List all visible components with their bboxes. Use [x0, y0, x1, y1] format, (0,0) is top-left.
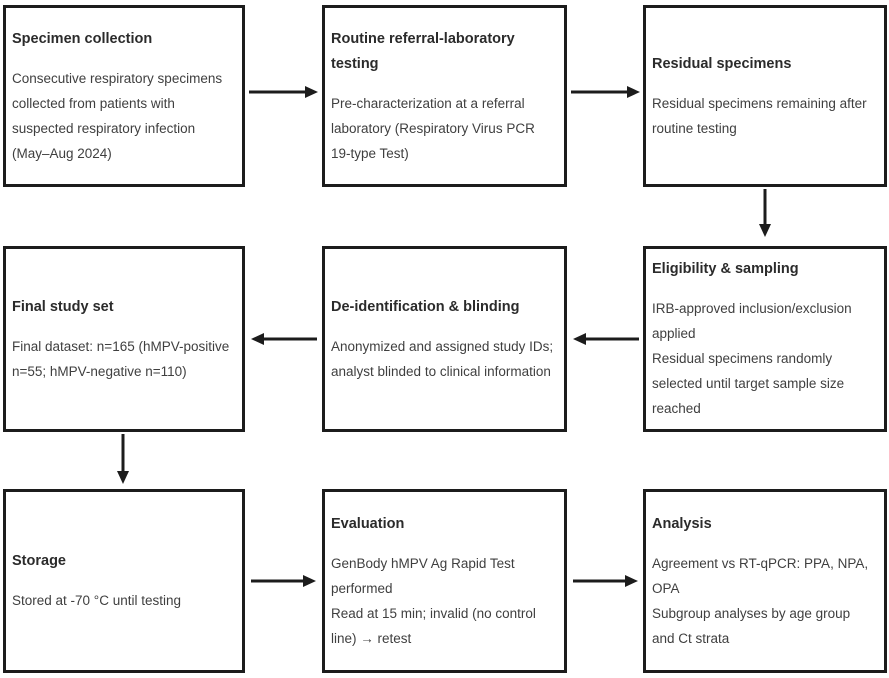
flow-box-storage: Storage Stored at -70 °C until testing — [3, 489, 245, 673]
box-title: Storage — [12, 553, 66, 569]
flow-box-eligibility-sampling: Eligibility & sampling IRB-approved incl… — [643, 246, 887, 432]
box-body: Final dataset: n=165 (hMPV-positive n=55… — [12, 338, 230, 379]
box-title: Specimen collection — [12, 30, 153, 47]
flow-box-specimen-collection: Specimen collection Consecutive respirat… — [3, 5, 245, 187]
box-body: Consecutive respiratory specimens collec… — [12, 70, 223, 161]
box-title: Eligibility & sampling — [652, 261, 799, 277]
arrow-routine-to-residual-icon — [571, 86, 640, 98]
box-title: De-identification & blinding — [331, 298, 520, 315]
box-title: Evaluation — [331, 515, 405, 532]
box-title: Residual specimens — [652, 55, 792, 72]
box-body: IRB-approved inclusion/exclusion applied… — [652, 301, 852, 416]
flow-box-final-study-set: Final study set Final dataset: n=165 (hM… — [3, 246, 245, 432]
flow-box-evaluation: Evaluation GenBody hMPV Ag Rapid Test pe… — [322, 489, 567, 673]
box-body: Stored at -70 °C until testing — [12, 593, 181, 608]
flow-box-analysis: Analysis Agreement vs RT-qPCR: PPA, NPA,… — [643, 489, 887, 673]
box-title: Analysis — [652, 515, 712, 532]
arrow-deidentification-to-final-icon — [251, 333, 317, 345]
flow-box-residual-specimens: Residual specimens Residual specimens re… — [643, 5, 887, 187]
arrow-eligibility-to-deidentification-icon — [573, 333, 639, 345]
box-body: Residual specimens remaining after routi… — [652, 95, 867, 136]
arrow-evaluation-to-analysis-icon — [573, 575, 638, 587]
box-body: Pre-characterization at a referral labor… — [331, 95, 535, 161]
arrow-storage-to-evaluation-icon — [251, 575, 316, 587]
box-body: Agreement vs RT-qPCR: PPA, NPA, OPA Subg… — [652, 555, 869, 646]
box-body: Anonymized and assigned study IDs; analy… — [331, 338, 554, 379]
box-title: Routine referral-laboratory testing — [331, 30, 515, 72]
box-body: GenBody hMPV Ag Rapid Test performed Rea… — [331, 555, 536, 646]
flow-box-routine-testing: Routine referral-laboratory testing Pre-… — [322, 5, 567, 187]
box-title: Final study set — [12, 298, 114, 315]
flow-box-deidentification-blinding: De-identification & blinding Anonymized … — [322, 246, 567, 432]
arrow-specimen-to-routine-icon — [249, 86, 318, 98]
arrow-residual-to-eligibility-icon — [759, 189, 771, 237]
arrow-final-to-storage-icon — [117, 434, 129, 484]
